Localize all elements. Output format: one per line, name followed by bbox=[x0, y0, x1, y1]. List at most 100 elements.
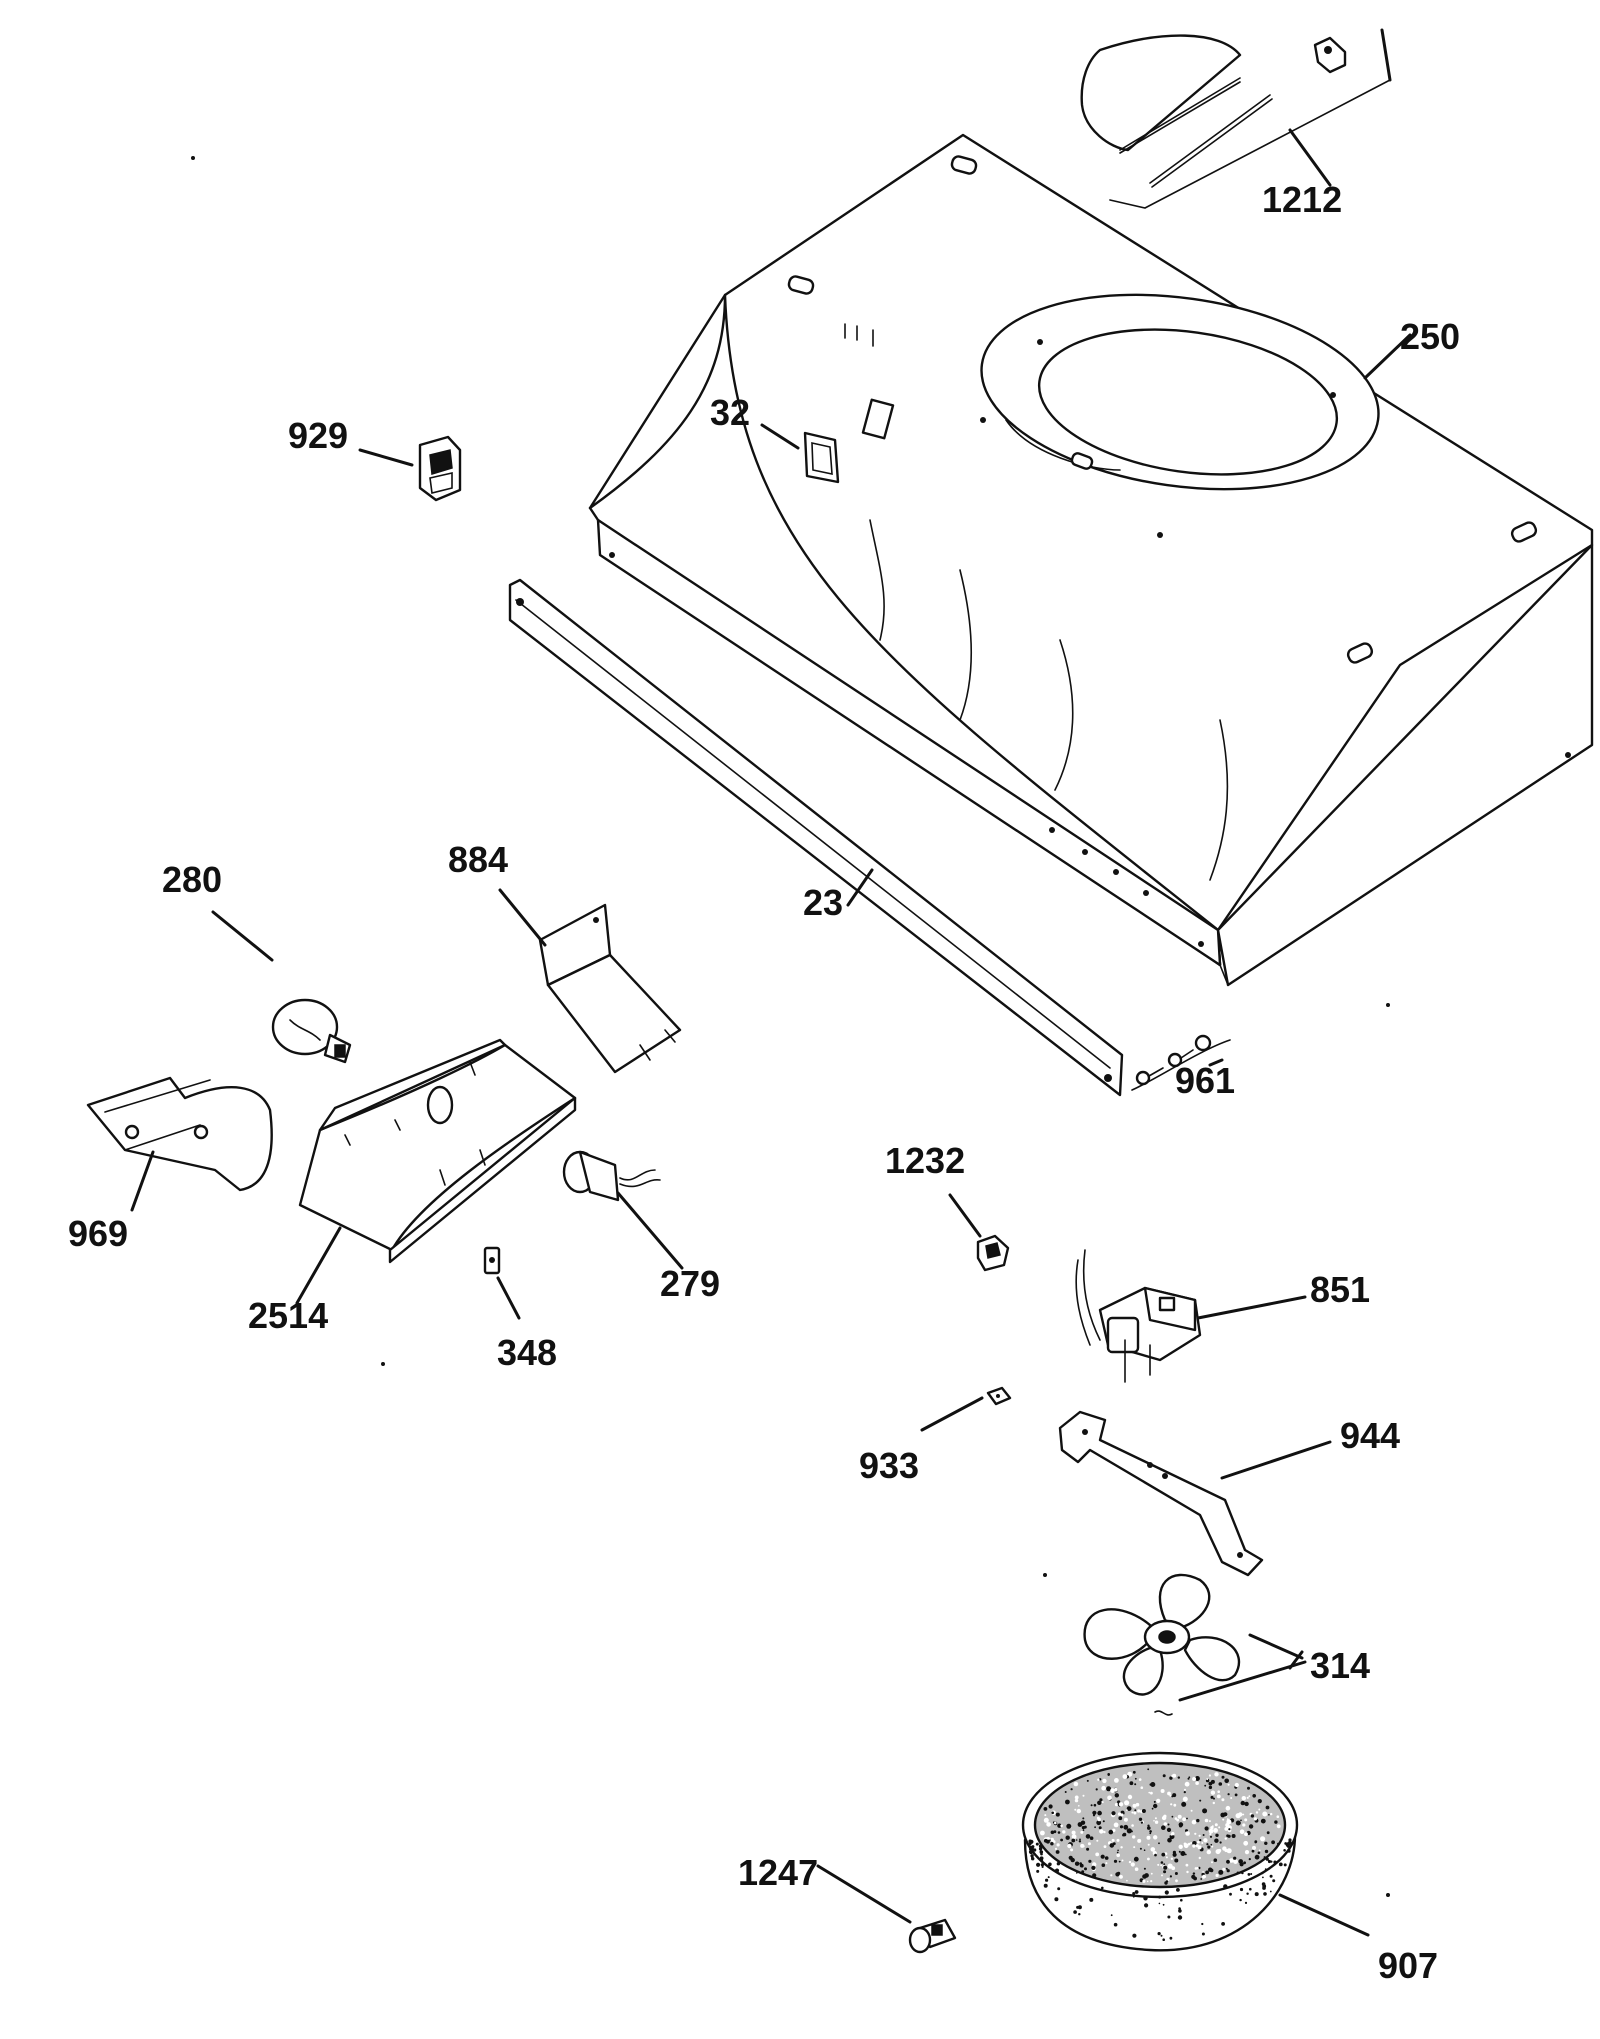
charcoal-speck bbox=[1135, 1802, 1140, 1807]
charcoal-speck bbox=[1169, 1794, 1172, 1797]
charcoal-speck bbox=[1097, 1817, 1101, 1822]
charcoal-speck bbox=[1101, 1863, 1106, 1867]
charcoal-speck bbox=[1097, 1800, 1102, 1806]
callout-279: 279 bbox=[660, 1263, 720, 1304]
charcoal-speck bbox=[1204, 1818, 1209, 1823]
charcoal-speck bbox=[1073, 1781, 1079, 1787]
charcoal-speck bbox=[1224, 1837, 1228, 1840]
charcoal-speck bbox=[1043, 1883, 1048, 1888]
charcoal-speck bbox=[1208, 1820, 1211, 1823]
charcoal-speck bbox=[1040, 1863, 1044, 1867]
charcoal-speck bbox=[1192, 1844, 1196, 1848]
charcoal-speck bbox=[1217, 1790, 1220, 1793]
charcoal-speck bbox=[1194, 1776, 1200, 1781]
charcoal-speck bbox=[1091, 1865, 1096, 1870]
charcoal-speck bbox=[1111, 1838, 1115, 1842]
charcoal-speck bbox=[1079, 1862, 1082, 1865]
charcoal-speck bbox=[1276, 1815, 1280, 1818]
charcoal-speck bbox=[1184, 1788, 1186, 1791]
charcoal-speck bbox=[1265, 1805, 1270, 1810]
motor-bracket bbox=[1058, 1410, 1264, 1577]
filter-strip bbox=[508, 578, 1124, 1097]
callout-23: 23 bbox=[803, 882, 843, 923]
charcoal-speck bbox=[1157, 1863, 1160, 1866]
charcoal-speck bbox=[1175, 1879, 1178, 1883]
charcoal-speck bbox=[1177, 1915, 1183, 1920]
charcoal-speck bbox=[1210, 1843, 1213, 1846]
charcoal-speck bbox=[1099, 1798, 1103, 1802]
charcoal-speck bbox=[1253, 1817, 1257, 1821]
charcoal-speck bbox=[1199, 1799, 1202, 1802]
charcoal-speck bbox=[1110, 1874, 1113, 1877]
charcoal-speck bbox=[1126, 1879, 1128, 1882]
charcoal-speck bbox=[1201, 1874, 1207, 1879]
charcoal-speck bbox=[1226, 1848, 1232, 1854]
charcoal-speck bbox=[1153, 1835, 1158, 1840]
charcoal-speck bbox=[1263, 1892, 1267, 1896]
charcoal-speck bbox=[1047, 1876, 1050, 1879]
charcoal-speck bbox=[1250, 1814, 1255, 1818]
charcoal-speck bbox=[1242, 1823, 1246, 1827]
charcoal-speck bbox=[1201, 1842, 1204, 1844]
bracket-884 bbox=[538, 903, 682, 1074]
charcoal-speck bbox=[1184, 1853, 1187, 1856]
charcoal-speck bbox=[1054, 1821, 1057, 1825]
charcoal-speck bbox=[1252, 1794, 1256, 1798]
charcoal-speck bbox=[1081, 1870, 1085, 1874]
charcoal-speck bbox=[1176, 1818, 1180, 1822]
charcoal-speck bbox=[1240, 1800, 1246, 1806]
charcoal-speck bbox=[1185, 1863, 1189, 1867]
charcoal-speck bbox=[1105, 1862, 1108, 1865]
charcoal-speck bbox=[1146, 1880, 1149, 1883]
callout-933: 933 bbox=[859, 1445, 919, 1486]
charcoal-speck bbox=[1076, 1808, 1082, 1814]
charcoal-speck bbox=[1043, 1807, 1048, 1811]
charcoal-speck bbox=[1190, 1809, 1193, 1812]
charcoal-speck bbox=[1225, 1805, 1231, 1811]
charcoal-speck bbox=[1079, 1838, 1081, 1841]
charcoal-speck bbox=[1205, 1870, 1209, 1875]
charcoal-speck bbox=[1192, 1777, 1197, 1781]
charcoal-speck bbox=[1056, 1843, 1060, 1847]
charcoal-speck bbox=[1097, 1810, 1102, 1816]
charcoal-speck bbox=[1222, 1867, 1226, 1871]
charcoal-speck bbox=[1112, 1828, 1116, 1833]
charcoal-speck bbox=[1274, 1820, 1278, 1824]
damper bbox=[1080, 28, 1392, 209]
charcoal-speck bbox=[1244, 1832, 1248, 1836]
charcoal-speck bbox=[1218, 1782, 1223, 1786]
charcoal-speck bbox=[1111, 1811, 1116, 1816]
charcoal-speck bbox=[1158, 1902, 1161, 1905]
charcoal-speck bbox=[1074, 1861, 1080, 1866]
leader-lines bbox=[130, 128, 1412, 1937]
charcoal-speck bbox=[1108, 1829, 1114, 1835]
charcoal-speck bbox=[1049, 1839, 1051, 1841]
charcoal-speck bbox=[1177, 1776, 1181, 1779]
charcoal-speck bbox=[1182, 1796, 1188, 1802]
charcoal-speck bbox=[1190, 1842, 1193, 1844]
charcoal-speck bbox=[1100, 1854, 1105, 1859]
charcoal-speck bbox=[1224, 1827, 1229, 1831]
callout-348: 348 bbox=[497, 1332, 557, 1373]
charcoal-speck bbox=[1210, 1795, 1214, 1799]
charcoal-speck bbox=[1095, 1788, 1098, 1791]
charcoal-speck bbox=[1230, 1797, 1233, 1799]
charcoal-speck bbox=[1078, 1805, 1080, 1807]
charcoal-speck bbox=[1143, 1896, 1148, 1901]
charcoal-speck bbox=[1067, 1843, 1072, 1849]
charcoal-speck bbox=[1158, 1895, 1162, 1899]
charcoal-speck bbox=[1247, 1873, 1251, 1876]
charcoal-speck bbox=[1206, 1849, 1212, 1855]
charcoal-speck bbox=[1050, 1830, 1055, 1835]
charcoal-speck bbox=[1064, 1791, 1067, 1793]
charcoal-speck bbox=[1164, 1890, 1169, 1895]
charcoal-speck bbox=[1104, 1856, 1109, 1860]
charcoal-speck bbox=[1261, 1882, 1266, 1886]
charcoal-speck bbox=[1197, 1840, 1200, 1844]
charcoal-speck bbox=[1210, 1826, 1214, 1830]
charcoal-speck bbox=[1131, 1824, 1134, 1827]
charcoal-speck bbox=[1074, 1795, 1079, 1800]
charcoal-speck bbox=[1071, 1834, 1077, 1840]
charcoal-speck bbox=[1227, 1793, 1230, 1796]
charcoal-speck bbox=[1147, 1824, 1150, 1827]
